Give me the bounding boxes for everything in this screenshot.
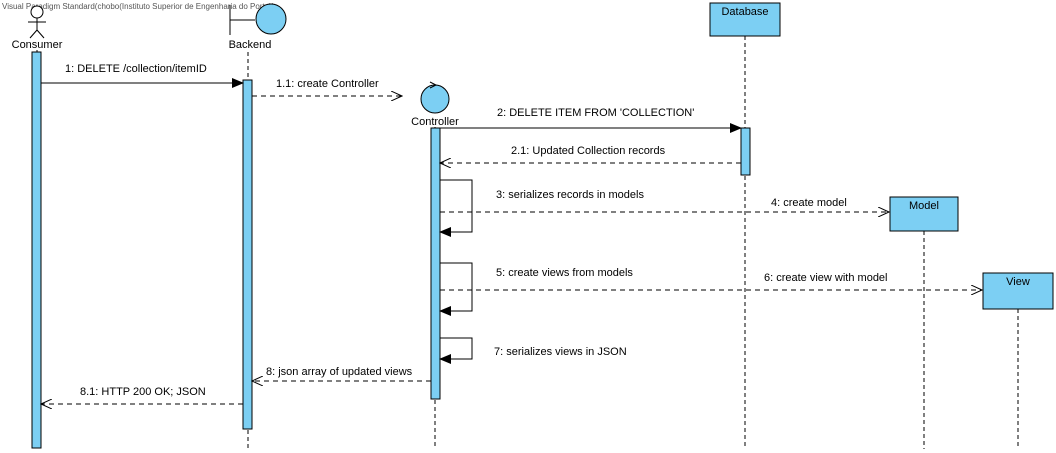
database-activation — [740, 127, 751, 176]
message-6-label: 6: create view with model — [764, 272, 888, 284]
database-label: Database — [721, 6, 768, 18]
message-5-label: 5: create views from models — [496, 267, 633, 279]
controller-label: Controller — [411, 116, 459, 128]
message-3-arrow — [439, 179, 473, 237]
message-2-label: 2: DELETE ITEM FROM 'COLLECTION' — [497, 107, 694, 119]
message-7-arrow — [439, 337, 473, 364]
controller-control-icon — [420, 81, 450, 114]
watermark-text: Visual Paradigm Standard(chobo(Instituto… — [2, 2, 275, 11]
consumer-label: Consumer — [12, 39, 63, 51]
message-5-arrow — [439, 262, 473, 316]
message-8-label: 8: json array of updated views — [266, 366, 413, 378]
controller-activation — [430, 127, 441, 400]
consumer-actor-icon — [28, 5, 46, 39]
message-1-1-label: 1.1: create Controller — [276, 78, 379, 90]
model-label: Model — [909, 200, 939, 212]
backend-activation — [242, 79, 253, 430]
backend-label: Backend — [229, 39, 272, 51]
view-label: View — [1006, 276, 1030, 288]
message-3-label: 3: serializes records in models — [496, 189, 644, 201]
model-box — [889, 196, 959, 232]
message-4-label: 4: create model — [771, 197, 847, 209]
message-7-label: 7: serializes views in JSON — [494, 346, 627, 358]
consumer-activation — [31, 51, 42, 449]
message-8-1-label: 8.1: HTTP 200 OK; JSON — [80, 386, 206, 398]
view-box — [982, 272, 1054, 310]
message-2-1-label: 2.1: Updated Collection records — [511, 145, 666, 157]
backend-boundary-icon — [229, 3, 287, 35]
message-1-label: 1: DELETE /collection/itemID — [65, 63, 207, 75]
